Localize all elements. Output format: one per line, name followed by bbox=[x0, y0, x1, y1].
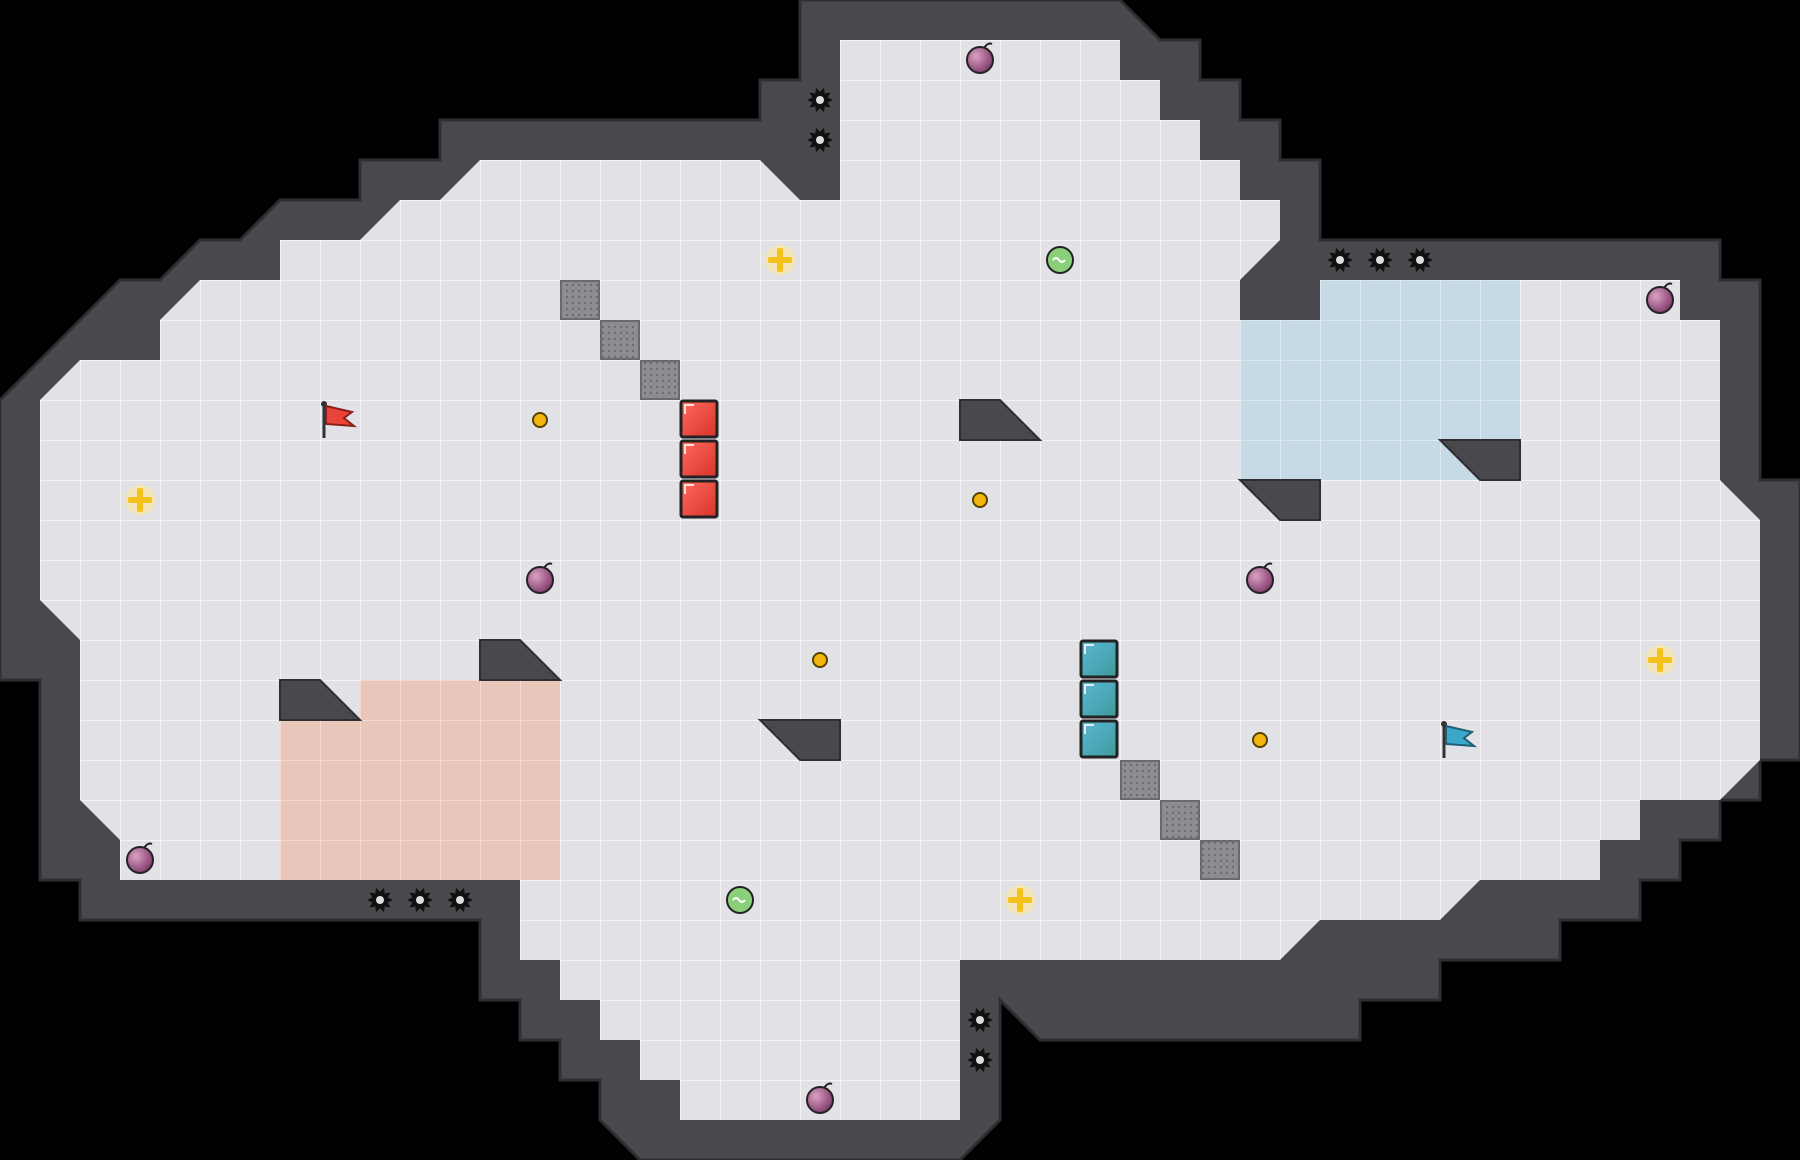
jukejuice-icon bbox=[1046, 246, 1074, 274]
jukejuice-group bbox=[726, 246, 1074, 914]
bomb-icon bbox=[1246, 562, 1274, 594]
bomb-icon bbox=[126, 842, 154, 874]
gate-tile bbox=[560, 280, 600, 320]
bomb-icon bbox=[1646, 282, 1674, 314]
spike-icon bbox=[967, 1047, 993, 1073]
powerup-icon bbox=[125, 485, 155, 515]
boost-icon bbox=[972, 492, 988, 508]
gate-tile bbox=[600, 320, 640, 360]
gate-tile bbox=[1160, 800, 1200, 840]
red-block-icon bbox=[679, 479, 719, 519]
blue-flag-icon[interactable] bbox=[1441, 721, 1478, 758]
blue-team-zone-top bbox=[1320, 280, 1520, 320]
spike-icon bbox=[967, 1007, 993, 1033]
spike-icon bbox=[447, 887, 473, 913]
boost-icon bbox=[1252, 732, 1268, 748]
gate-tile bbox=[1120, 760, 1160, 800]
blue-block-icon bbox=[1079, 639, 1119, 679]
spike-icon bbox=[1367, 247, 1393, 273]
spike-icon bbox=[1327, 247, 1353, 273]
blue-block-icon bbox=[1079, 679, 1119, 719]
wall-triangle bbox=[959, 399, 1043, 441]
wall-triangle bbox=[1237, 479, 1321, 521]
bomb-icon bbox=[806, 1082, 834, 1114]
wall-triangle bbox=[479, 639, 563, 681]
bomb-icon bbox=[526, 562, 554, 594]
spike-icon bbox=[407, 887, 433, 913]
boost-icon bbox=[532, 412, 548, 428]
block-group bbox=[679, 399, 1119, 759]
red-flag-icon[interactable] bbox=[321, 401, 358, 438]
spike-icon bbox=[1407, 247, 1433, 273]
bomb-icon bbox=[966, 42, 994, 74]
red-team-zone bbox=[280, 720, 560, 880]
spike-icon bbox=[807, 127, 833, 153]
red-team-zone-top bbox=[360, 680, 560, 720]
gate-tile bbox=[640, 360, 680, 400]
wall-triangle bbox=[279, 679, 363, 721]
red-block-icon bbox=[679, 439, 719, 479]
wall-triangle bbox=[1437, 439, 1521, 481]
boost-group bbox=[532, 412, 1268, 748]
spike-group bbox=[367, 87, 1433, 1073]
powerup-icon bbox=[765, 245, 795, 275]
powerup-group bbox=[125, 245, 1675, 915]
inner-walls bbox=[279, 399, 1521, 761]
red-block-icon bbox=[679, 399, 719, 439]
spike-icon bbox=[807, 87, 833, 113]
boost-icon bbox=[812, 652, 828, 668]
gate-group bbox=[560, 280, 1240, 880]
blue-block-icon bbox=[1079, 719, 1119, 759]
bomb-group bbox=[126, 42, 1674, 1114]
spike-icon bbox=[367, 887, 393, 913]
powerup-icon bbox=[1005, 885, 1035, 915]
powerup-icon bbox=[1645, 645, 1675, 675]
wall-triangle bbox=[757, 719, 841, 761]
jukejuice-icon bbox=[726, 886, 754, 914]
gate-tile bbox=[1200, 840, 1240, 880]
